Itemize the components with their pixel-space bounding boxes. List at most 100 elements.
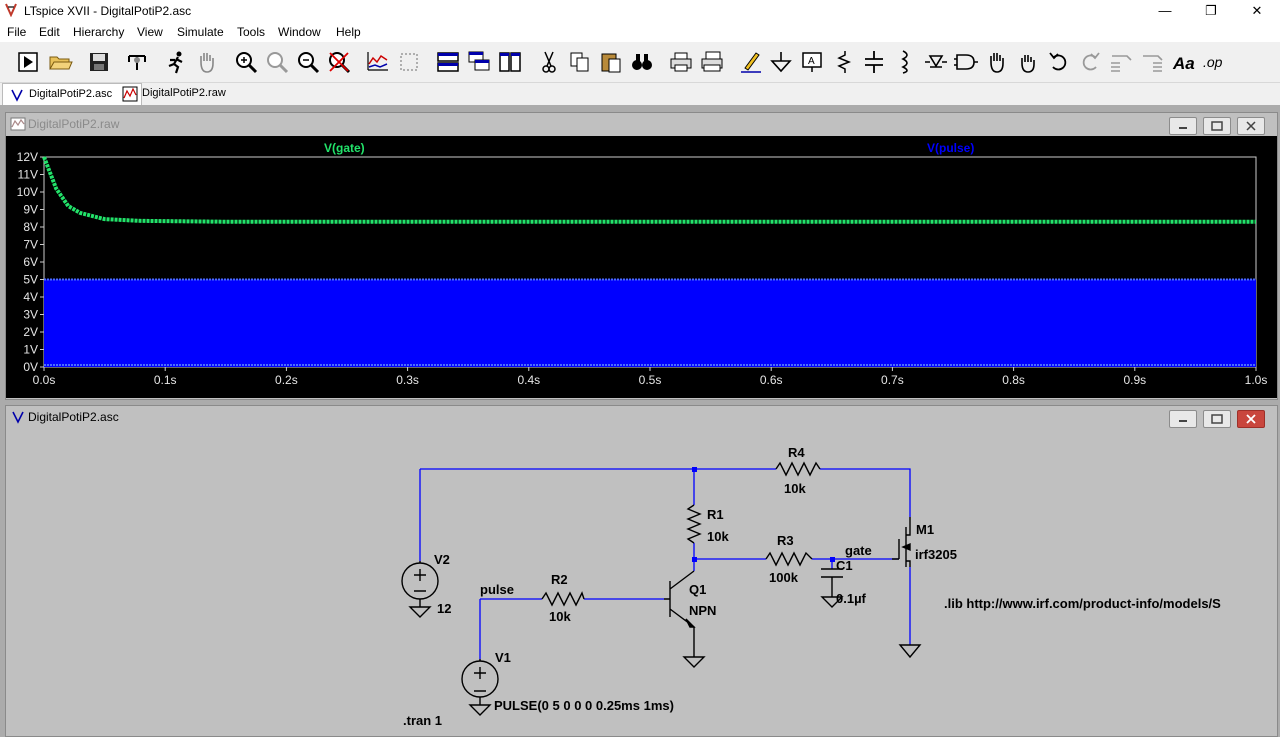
zoom-cancel-icon[interactable]	[325, 48, 353, 76]
redo-icon[interactable]	[1076, 48, 1104, 76]
zoom-area-icon[interactable]	[263, 48, 291, 76]
pan-hand-icon[interactable]	[193, 48, 221, 76]
npn-Q1[interactable]	[664, 570, 706, 668]
plot-restore-button[interactable]	[1203, 117, 1231, 135]
menu-view[interactable]: View	[137, 25, 163, 39]
minimize-button[interactable]: —	[1158, 3, 1172, 18]
schematic-minimize-button[interactable]	[1169, 410, 1197, 428]
schematic-close-button[interactable]	[1237, 410, 1265, 428]
cascade-icon[interactable]	[465, 48, 493, 76]
print-icon[interactable]	[667, 48, 695, 76]
voltage-source-V1[interactable]	[461, 659, 499, 716]
copy-icon[interactable]	[566, 48, 594, 76]
x-tick-label: 0.7s	[881, 373, 904, 387]
y-tick-label: 12V	[17, 150, 38, 164]
schematic-icon	[11, 89, 23, 102]
svg-text:A: A	[808, 56, 815, 67]
drag-hand-icon[interactable]	[1014, 48, 1042, 76]
zoom-in-icon[interactable]	[232, 48, 260, 76]
cut-icon[interactable]	[535, 48, 563, 76]
R4-name: R4	[788, 445, 805, 460]
tab-schematic[interactable]: DigitalPotiP2.asc	[2, 83, 142, 105]
menu-tools[interactable]: Tools	[237, 25, 266, 39]
mirror-icon[interactable]	[1138, 48, 1166, 76]
close-button[interactable]: ✕	[1251, 3, 1263, 18]
net-gate-label: gate	[845, 543, 872, 558]
R3-name: R3	[777, 533, 794, 548]
run-simulation-icon[interactable]	[162, 48, 190, 76]
save-icon[interactable]	[85, 48, 113, 76]
capacitor-C1[interactable]	[820, 568, 844, 608]
rotate-icon[interactable]	[1107, 48, 1135, 76]
print-setup-icon[interactable]	[698, 48, 726, 76]
resistor-R1[interactable]	[686, 504, 702, 544]
tab-waveform[interactable]: DigitalPotiP2.raw	[116, 83, 256, 104]
menu-simulate[interactable]: Simulate	[177, 25, 224, 39]
autoscale-icon[interactable]	[364, 48, 392, 76]
text-icon[interactable]: Aa	[1170, 48, 1198, 76]
R4-value: 10k	[784, 481, 806, 496]
ground-icon[interactable]	[767, 48, 795, 76]
undo-icon[interactable]	[1045, 48, 1073, 76]
move-hand-icon[interactable]	[983, 48, 1011, 76]
tran-directive[interactable]: .tran 1	[403, 713, 442, 727]
ltspice-logo-icon	[5, 3, 17, 17]
pencil-wire-icon[interactable]	[737, 48, 765, 76]
spice-directive-icon[interactable]: .op	[1201, 48, 1229, 76]
schematic-restore-button[interactable]	[1203, 410, 1231, 428]
label-net-icon[interactable]: A	[798, 48, 826, 76]
plot-minimize-button[interactable]	[1169, 117, 1197, 135]
x-tick-label: 0.1s	[154, 373, 177, 387]
legend-vgate[interactable]: V(gate)	[324, 141, 365, 155]
menu-hierarchy[interactable]: Hierarchy	[73, 25, 125, 39]
menu-help[interactable]: Help	[336, 25, 361, 39]
plot-close-button[interactable]	[1237, 117, 1265, 135]
ground-M1	[898, 644, 922, 659]
inductor-icon[interactable]	[891, 48, 919, 76]
zoom-out-icon[interactable]	[294, 48, 322, 76]
x-tick-label: 0.5s	[639, 373, 662, 387]
lib-directive[interactable]: .lib http://www.irf.com/product-info/mod…	[944, 596, 1221, 611]
menu-file[interactable]: File	[7, 25, 27, 39]
tile-vertical-icon[interactable]	[496, 48, 524, 76]
components	[401, 461, 922, 716]
trace-vpulse[interactable]	[44, 279, 1256, 368]
x-tick-label: 0.6s	[760, 373, 783, 387]
tile-horizontal-icon[interactable]	[434, 48, 462, 76]
schematic-icon	[12, 411, 24, 424]
voltage-source-V2[interactable]	[401, 561, 439, 618]
find-icon[interactable]	[628, 48, 656, 76]
M1-name: M1	[916, 522, 934, 537]
R2-value: 10k	[549, 609, 571, 624]
menu-window[interactable]: Window	[278, 25, 321, 39]
y-tick-label: 4V	[23, 290, 38, 304]
x-tick-label: 0.9s	[1123, 373, 1146, 387]
resistor-icon[interactable]	[829, 48, 857, 76]
y-tick-label: 5V	[23, 273, 38, 287]
run-icon[interactable]	[14, 48, 42, 76]
resistor-R2[interactable]	[541, 591, 585, 607]
x-tick-label: 0.3s	[396, 373, 419, 387]
control-panel-icon[interactable]	[123, 48, 151, 76]
schematic-window-header: DigitalPotiP2.asc	[6, 406, 1277, 428]
component-icon[interactable]	[952, 48, 980, 76]
resistor-R4[interactable]	[775, 461, 821, 477]
paste-icon[interactable]	[597, 48, 625, 76]
V2-value: 12	[437, 601, 451, 616]
zoom-fit-icon[interactable]	[395, 48, 423, 76]
trace-vgate[interactable]	[42, 156, 1256, 224]
capacitor-icon[interactable]	[860, 48, 888, 76]
title-bar: LTspice XVII - DigitalPotiP2.asc — ❐ ✕	[0, 0, 1280, 22]
schematic-canvas[interactable]: R4 10k R1 10k R3 100k C1 0.1µf gate M1 i…	[6, 429, 1275, 727]
maximize-button[interactable]: ❐	[1205, 3, 1217, 18]
mosfet-M1[interactable]	[892, 517, 911, 567]
menu-bar: File Edit Hierarchy View Simulate Tools …	[0, 22, 1280, 42]
resistor-R3[interactable]	[765, 551, 813, 567]
menu-edit[interactable]: Edit	[39, 25, 60, 39]
M1-value: irf3205	[915, 547, 957, 562]
diode-icon[interactable]	[922, 48, 950, 76]
waveform-plot[interactable]: V(gate) V(pulse) 0V1V2V3V4V5V6V7V8V9V10V…	[6, 136, 1277, 398]
legend-vpulse[interactable]: V(pulse)	[927, 141, 974, 155]
open-icon[interactable]	[46, 48, 74, 76]
